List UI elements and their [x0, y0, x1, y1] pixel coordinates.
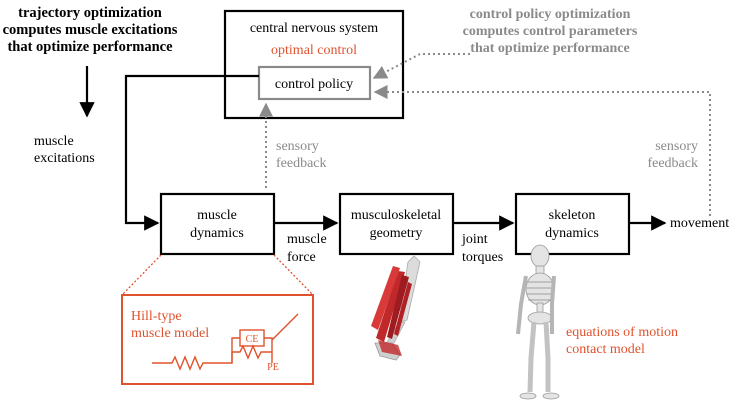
geometry-line1: musculoskeletal	[351, 208, 441, 223]
hill-model-box	[121, 294, 314, 385]
skeleton-dynamics-box	[514, 192, 631, 256]
joint-torques-line1: joint	[461, 232, 488, 247]
muscle-excitations-line1: muscle	[34, 134, 74, 149]
muscle-excitations-line2: excitations	[34, 151, 95, 166]
ce-label: CE	[246, 334, 259, 345]
trajectory-note-line2: computes muscle excitations	[3, 22, 178, 38]
contact-model-label: contact model	[566, 342, 645, 357]
policy-note-line2: computes control parameters	[463, 24, 638, 39]
trajectory-note-line3: that optimize performance	[7, 39, 173, 55]
trajectory-optimization-note: trajectory optimization computes muscle …	[3, 5, 178, 55]
sensory-feedback-right-line1: sensory	[655, 139, 698, 154]
sensory-feedback-right-arrow	[373, 85, 711, 216]
trajectory-note-line1: trajectory optimization	[18, 5, 162, 21]
hill-model-line2: muscle model	[131, 326, 209, 341]
control-policy-box	[257, 65, 372, 101]
pe-label: PE	[267, 362, 279, 373]
cns-title: central nervous system	[250, 21, 378, 36]
policy-optimization-arrow	[372, 53, 470, 79]
callout-left-line	[121, 254, 162, 296]
policy-note-line3: that optimize performance	[470, 41, 629, 56]
policy-note-line1: control policy optimization	[470, 7, 631, 22]
equations-of-motion-label: equations of motion	[566, 325, 678, 340]
musculoskeletal-geometry-box	[338, 192, 455, 256]
sensory-feedback-left-line2: feedback	[276, 156, 327, 171]
muscle-dynamics-box	[159, 192, 276, 256]
hill-model-line1: Hill-type	[131, 309, 182, 324]
skeleton-dynamics-line2: dynamics	[545, 226, 599, 241]
movement-label: movement	[670, 216, 729, 231]
joint-torques-line2: torques	[462, 250, 503, 265]
muscle-dynamics-line2: dynamics	[190, 226, 244, 241]
skeleton-figure-icon	[516, 244, 560, 400]
excitation-path-arrow	[124, 74, 259, 231]
control-policy-optimization-note: control policy optimization computes con…	[463, 7, 638, 56]
geometry-line2: geometry	[370, 226, 423, 241]
control-policy-label: control policy	[275, 77, 353, 92]
spring-element-icon	[152, 313, 299, 371]
central-nervous-system-box	[223, 9, 405, 120]
optimal-control-label: optimal control	[271, 43, 357, 58]
muscle-force-line2: force	[287, 250, 316, 265]
sensory-feedback-left-line1: sensory	[276, 139, 319, 154]
skeleton-dynamics-line1: skeleton	[549, 208, 596, 223]
muscle-dynamics-line1: muscle	[197, 208, 237, 223]
leg-model-icon	[371, 255, 421, 361]
sensory-feedback-right-line2: feedback	[647, 156, 698, 171]
callout-right-line	[273, 254, 314, 296]
muscle-force-line1: muscle	[287, 232, 327, 247]
